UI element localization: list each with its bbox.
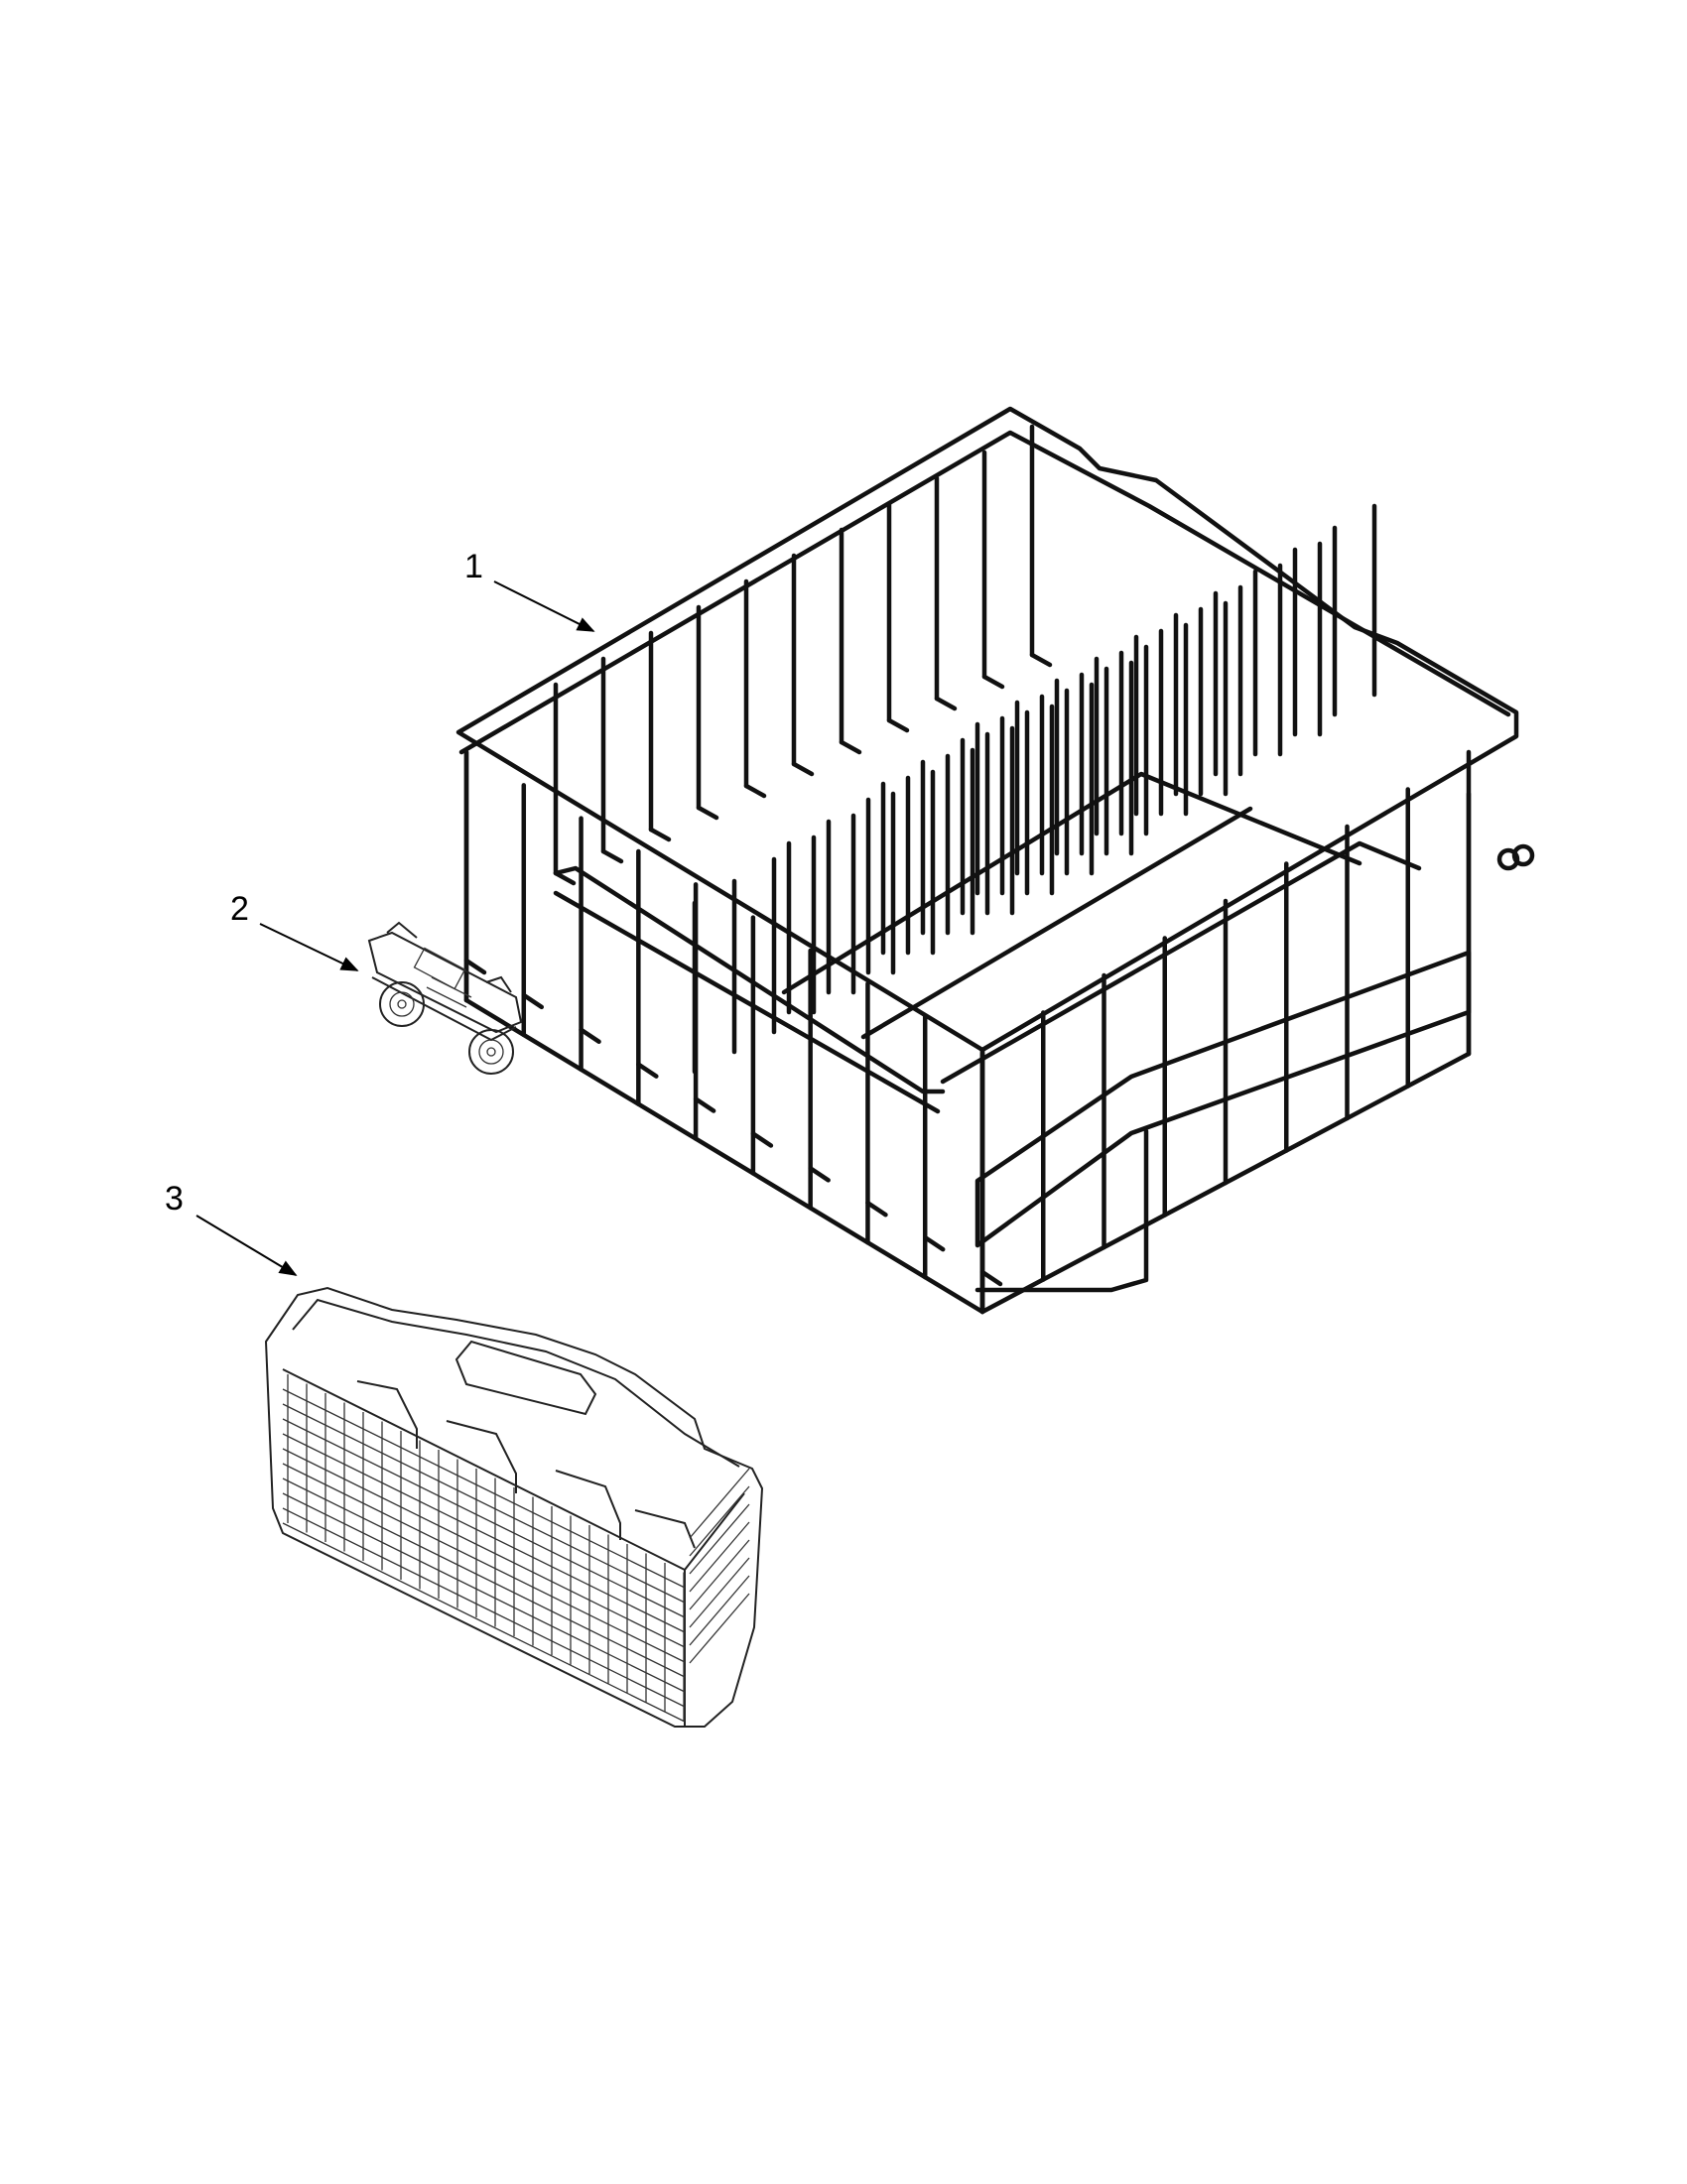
basket-grid-horizontal [282,1492,686,1693]
rack-back-wire-foot [839,739,862,755]
leader-arrow-1 [493,580,595,632]
basket-grid-horizontal [282,1522,686,1723]
wheel-assembly-drawing [367,921,523,1075]
basket-grid-horizontal [282,1477,686,1678]
rack-back-wire-foot [981,674,1005,690]
rack-side-kink [808,1166,831,1183]
basket-grid-horizontal [282,1507,686,1708]
rack-back-wire-foot [1029,652,1053,668]
rack-side-kink [979,1269,1003,1287]
callout-label-1: 1 [464,548,483,585]
basket-end-grid [689,1468,750,1539]
rack-back-wire-foot [600,848,624,864]
basket-end-grid [689,1539,750,1610]
rack-side-kink [636,1062,659,1079]
basket-end-grid [689,1575,750,1646]
rack-back-wire-foot [743,783,767,799]
leader-arrow-2 [259,923,359,971]
callout-3[interactable]: 3 [165,1180,298,1276]
basket-grid-horizontal [282,1403,686,1604]
rack-back-wire-foot [696,805,719,821]
basket-grid-horizontal [282,1448,686,1648]
basket-grid-horizontal [282,1433,686,1633]
rack-back-wire-foot [934,696,958,711]
basket-grid-horizontal [282,1463,686,1663]
basket-grid-horizontal [282,1388,686,1589]
rack-back-wire-foot [553,870,577,886]
rack-side-kink [750,1131,774,1148]
rack-back-wire-foot [791,761,815,777]
basket-grid-horizontal [282,1418,686,1618]
silverware-basket-drawing [264,1286,764,1728]
rack-side-kink [463,958,487,975]
basket-end-grid [689,1521,750,1593]
rack-back-wire-foot [648,827,672,842]
rack-side-kink [865,1200,888,1218]
callout-2[interactable]: 2 [230,890,359,971]
dish-rack-drawing [455,406,1535,1315]
rack-side-kink [521,992,545,1010]
rack-side-kink [693,1096,716,1113]
basket-end-grid [689,1557,750,1628]
rack-side-kink [579,1027,601,1045]
basket-end-grid [689,1503,750,1575]
rack-back-wire-foot [886,717,910,733]
rack-side-kink [922,1234,946,1252]
callout-1[interactable]: 1 [464,548,595,632]
basket-end-grid [689,1593,750,1664]
leader-arrow-3 [195,1215,298,1276]
callout-label-2: 2 [230,890,249,928]
callout-label-3: 3 [165,1180,184,1218]
basket-end-grid [689,1485,750,1557]
